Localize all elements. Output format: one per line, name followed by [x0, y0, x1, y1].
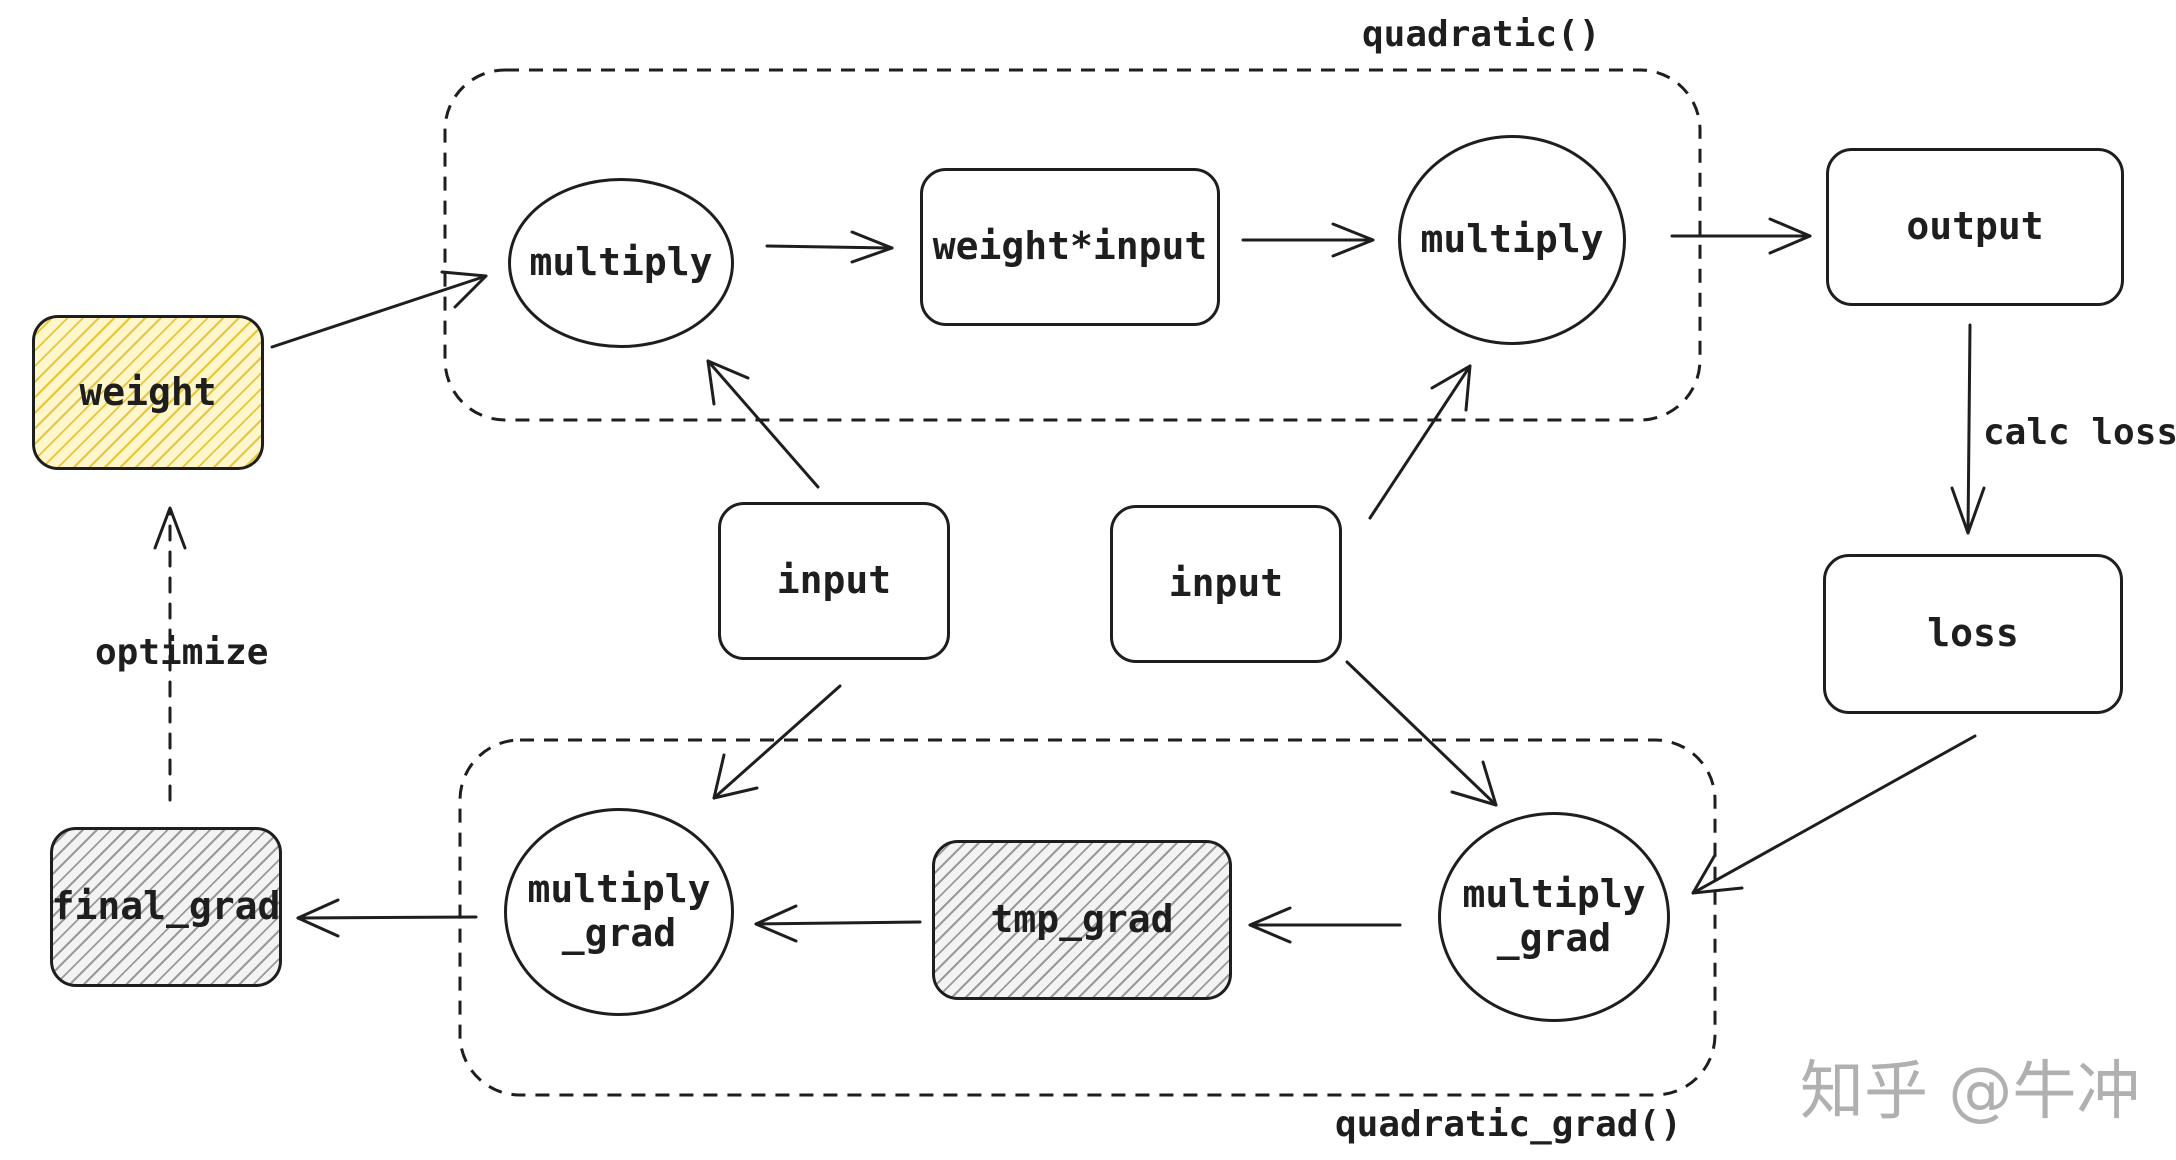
arrow-weight-to-multiply — [270, 270, 488, 349]
weight-node: weight — [32, 315, 264, 470]
weight-input-node: weight*input — [920, 168, 1220, 326]
arrow-input-to-multiply-top — [706, 359, 820, 489]
multiply-grad-node-right-text: multiply _grad — [1462, 873, 1645, 960]
final-grad-node: final_grad — [50, 827, 282, 987]
group-quadratic-grad-label: quadratic_grad() — [1335, 1104, 1682, 1145]
arrow-input-to-multiply-top-right — [1368, 364, 1472, 520]
multiply-grad-node-right-line1: multiply — [1462, 872, 1646, 917]
tmp-grad-node: tmp_grad — [932, 840, 1232, 1000]
output-node-label: output — [1906, 204, 2044, 249]
weight-node-label: weight — [79, 369, 217, 414]
arrow-weight-input-to-multiply — [1241, 222, 1375, 258]
arrow-output-to-loss — [1950, 323, 1986, 535]
multiply-grad-node-right-line2: _grad — [1496, 916, 1612, 960]
zhihu-watermark: 知乎 @牛冲 — [1800, 1055, 2141, 1129]
arrow-multiply-grad-to-final-grad — [296, 898, 478, 938]
multiply-grad-node-left: multiply _grad — [504, 808, 734, 1016]
arrow-final-grad-to-weight — [153, 506, 187, 802]
loss-node-label: loss — [1927, 611, 2019, 656]
arrow-input-to-multiply-grad-right — [1345, 660, 1498, 807]
input-node-left-label: input — [776, 558, 892, 603]
input-node-right: input — [1110, 505, 1342, 663]
multiply-grad-node-left-line1: multiply — [527, 867, 711, 912]
tmp-grad-node-label: tmp_grad — [990, 897, 1174, 942]
loss-node: loss — [1823, 554, 2123, 714]
optimize-label: optimize — [95, 632, 269, 673]
multiply-node-top-left: multiply — [508, 178, 734, 348]
arrow-tmp-grad-to-multiply-grad — [754, 904, 922, 943]
arrow-input-to-multiply-grad-left — [712, 684, 842, 800]
multiply-node-top-right: multiply — [1398, 135, 1626, 345]
arrow-multiply-to-weight-input — [765, 230, 894, 264]
input-node-right-label: input — [1168, 561, 1284, 606]
arrow-loss-to-multiply-grad — [1691, 734, 1977, 895]
multiply-node-top-left-label: multiply — [529, 240, 713, 285]
multiply-node-top-right-label: multiply — [1420, 217, 1604, 262]
output-node: output — [1826, 148, 2124, 306]
multiply-grad-node-left-line2: _grad — [561, 911, 677, 955]
calc-loss-label: calc loss — [1983, 412, 2176, 453]
group-quadratic-label: quadratic() — [1362, 14, 1601, 55]
weight-input-node-label: weight*input — [932, 224, 1208, 269]
multiply-grad-node-right: multiply _grad — [1438, 812, 1670, 1022]
input-node-left: input — [718, 502, 950, 660]
multiply-grad-node-left-text: multiply _grad — [527, 868, 710, 955]
arrow-multiply-to-output — [1670, 217, 1812, 255]
group-quadratic-box — [443, 68, 1702, 422]
arrow-multiply-grad-to-tmp-grad — [1248, 906, 1402, 944]
final-grad-node-label: final_grad — [51, 884, 281, 929]
